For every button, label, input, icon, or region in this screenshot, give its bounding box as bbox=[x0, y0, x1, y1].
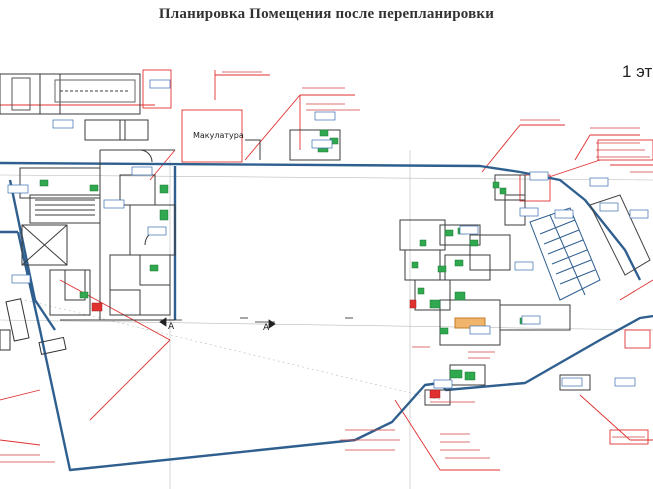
floor-label: 1 эт bbox=[622, 62, 653, 81]
staircase bbox=[529, 194, 651, 301]
green-fixtures bbox=[39, 129, 527, 399]
room-label-makulatura: Макулатура bbox=[193, 131, 244, 140]
room-tag-boxes bbox=[7, 79, 649, 389]
left-equipment bbox=[0, 298, 67, 355]
exterior-walls bbox=[0, 161, 653, 472]
section-marker-a-right: A bbox=[263, 323, 270, 333]
interior-walls bbox=[0, 73, 591, 406]
document-title: Планировка Помещения после перепланировк… bbox=[158, 6, 495, 22]
annotation-scribbles bbox=[0, 71, 653, 463]
red-callout-lines bbox=[0, 69, 653, 471]
section-markers bbox=[159, 317, 353, 329]
section-marker-a-left: A bbox=[168, 322, 175, 332]
